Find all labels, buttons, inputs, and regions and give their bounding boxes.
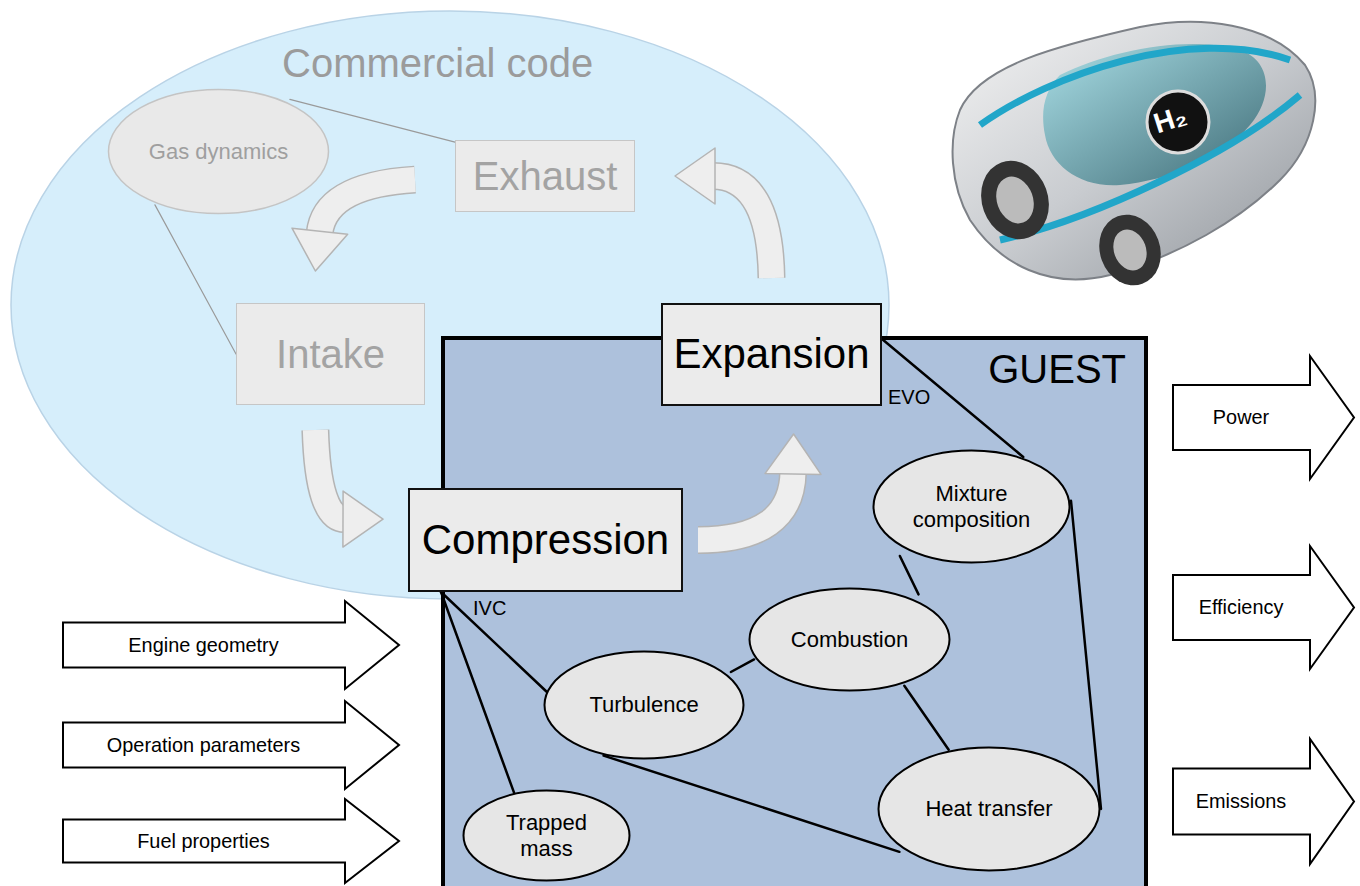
input-arrow: Operation parameters [62,700,400,790]
link-line [290,99,455,142]
link-line [904,686,948,750]
node-label: Gas dynamics [149,139,288,164]
stage-box: Intake [236,303,425,405]
input-arrow: Fuel properties [62,798,400,884]
process-ellipse: Combustion [748,587,951,692]
output-arrow: Power [1172,355,1355,480]
link-line [604,756,900,852]
stage-box: Exhaust [455,140,635,212]
node-label: Combustion [791,627,908,652]
link-line [900,556,919,594]
node-label: Mixture composition [898,481,1045,532]
link-line [441,592,549,694]
process-ellipse: Mixture composition [872,449,1071,564]
node-label: Efficiency [1172,596,1310,619]
cycle-arrow [315,430,383,547]
node-label: Expansion [673,330,869,378]
process-ellipse: Turbulence [543,650,745,760]
node-label: Turbulence [589,692,698,717]
output-arrow: Efficiency [1172,545,1355,670]
node-label: Heat transfer [925,796,1052,821]
cycle-arrow [675,148,772,278]
node-label: Trapped mass [484,810,609,861]
node-label: Engine geometry [62,634,345,657]
timing-label: EVO [888,386,930,409]
process-ellipse: Heat transfer [877,746,1101,872]
stage-box: Expansion [661,303,882,406]
link-line [731,659,754,672]
link-line [155,205,236,354]
node-label: Intake [276,331,385,377]
output-arrow: Emissions [1172,738,1355,865]
region-title: GUEST [988,346,1126,392]
input-arrow: Engine geometry [62,600,400,690]
process-ellipse: Trapped mass [462,789,631,882]
cycle-arrow [292,180,415,271]
node-label: Fuel properties [62,830,345,853]
guest-region: GUEST Mixture compositionCombustionTurbul… [441,336,1148,886]
timing-label: IVC [473,597,506,620]
node-label: Exhaust [473,153,618,199]
link-line [1071,501,1101,809]
link-line [441,592,514,794]
node-label: Emissions [1172,790,1310,813]
process-ellipse: Gas dynamics [107,88,330,215]
cycle-arrow [698,434,821,540]
node-label: Power [1172,406,1310,429]
hydrogen-car-illustration [940,5,1330,295]
stage-box: Compression [408,488,683,592]
node-label: Compression [422,516,669,564]
node-label: Operation parameters [62,734,345,757]
region-title: Commercial code [282,40,593,86]
link-line [882,339,1023,457]
